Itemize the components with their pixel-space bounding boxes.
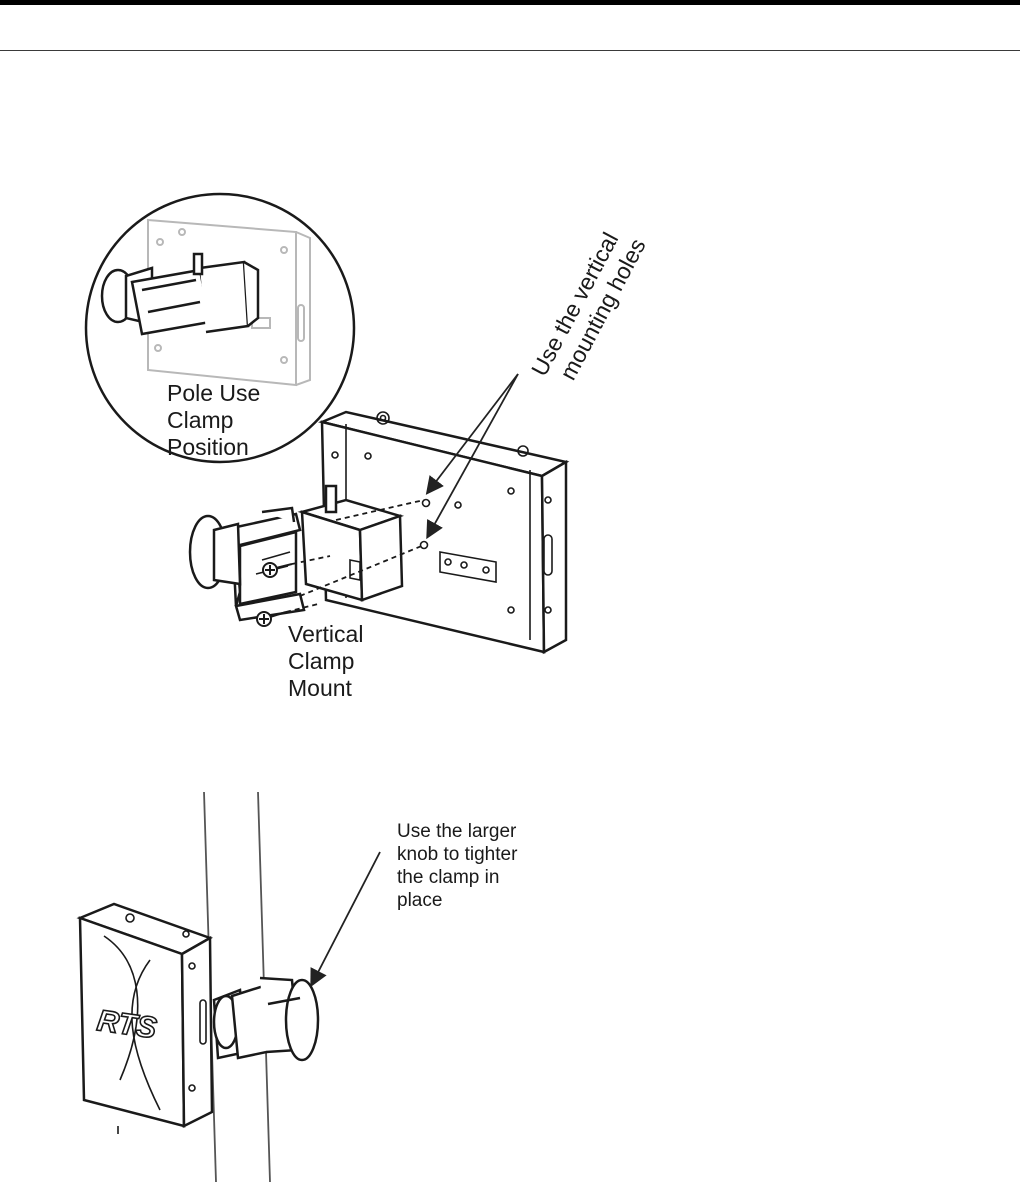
- pole-use-line-2: Clamp: [167, 407, 260, 434]
- pole-use-line-1: Pole Use: [167, 380, 260, 407]
- vertical-mount-line-1: Vertical: [288, 621, 363, 648]
- larger-knob-line-1: Use the larger: [397, 820, 517, 843]
- vertical-mount-line-3: Mount: [288, 675, 363, 702]
- larger-knob-line-4: place: [397, 889, 517, 912]
- pole-clamp-icon: [214, 978, 318, 1060]
- larger-knob-line-2: knob to tighter: [397, 843, 517, 866]
- pole-use-line-3: Position: [167, 434, 260, 461]
- vertical-mount-line-2: Clamp: [288, 648, 363, 675]
- rts-box-icon: RTS: [80, 904, 212, 1134]
- vertical-mount-label: Vertical Clamp Mount: [288, 621, 363, 702]
- larger-knob-line-3: the clamp in: [397, 866, 517, 889]
- clamp-knob-icon: [190, 516, 240, 588]
- knob-leader-arrow-icon: [312, 852, 380, 984]
- larger-knob-label: Use the larger knob to tighter the clamp…: [397, 820, 517, 912]
- pole-use-label: Pole Use Clamp Position: [167, 380, 260, 461]
